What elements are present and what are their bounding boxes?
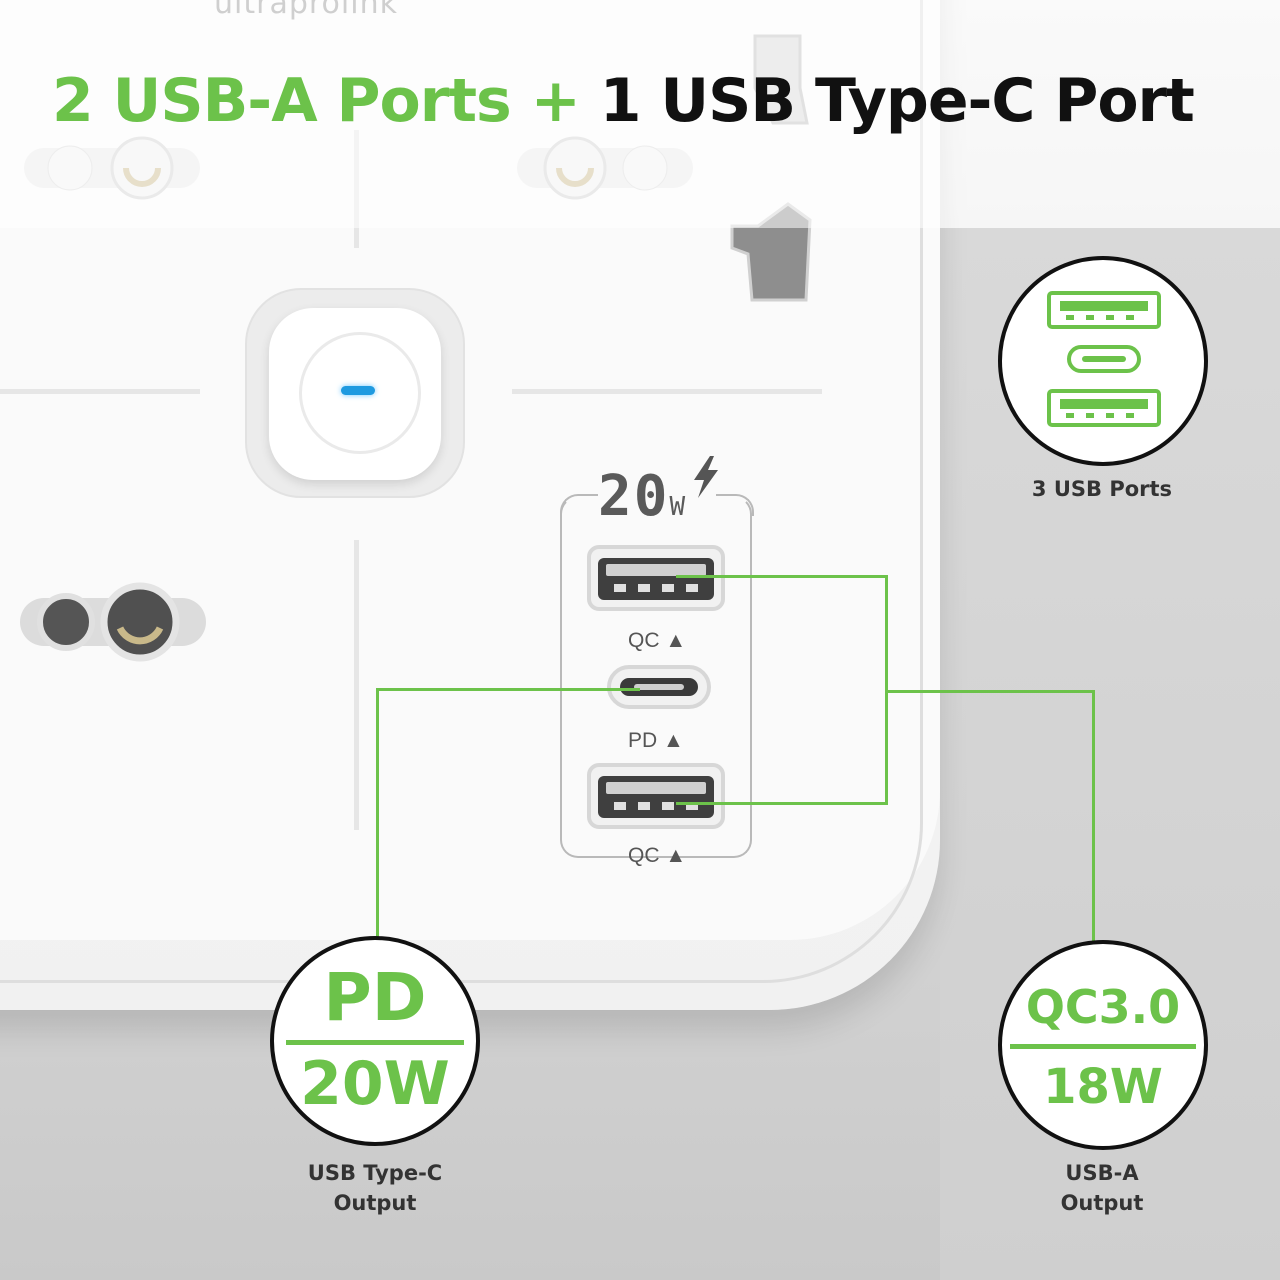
connector-line xyxy=(376,688,379,940)
connector-line xyxy=(676,575,888,578)
connector-line xyxy=(676,802,888,805)
connector-line xyxy=(376,688,640,691)
wattage-value: 20 xyxy=(598,464,670,529)
qc-title: QC3.0 xyxy=(1025,980,1181,1034)
headline-usb-a: 2 USB-A Ports + xyxy=(52,66,600,136)
usb-a-icon xyxy=(1047,291,1161,329)
headline: 2 USB-A Ports + 1 USB Type-C Port xyxy=(52,66,1195,136)
pd-title: PD xyxy=(323,959,427,1036)
pd-caption-line2: Output xyxy=(333,1191,417,1215)
pd-caption-line1: USB Type-C xyxy=(307,1161,443,1185)
lightning-icon xyxy=(694,456,718,498)
power-button[interactable] xyxy=(245,288,465,498)
usb-panel-top-left xyxy=(560,494,598,516)
divider-right xyxy=(512,389,822,394)
headline-usb-c: 1 USB Type-C Port xyxy=(599,66,1195,136)
pd-value: 20W xyxy=(300,1049,450,1119)
pd-caption: USB Type-C Output xyxy=(275,1158,475,1218)
divider-left xyxy=(0,389,200,394)
port-label-pd: PD ▲ xyxy=(628,729,684,752)
usb-c-icon xyxy=(1067,345,1141,373)
usb-a-port-bottom[interactable] xyxy=(586,762,726,830)
qc-caption-line2: Output xyxy=(1060,1191,1144,1215)
qc-caption: USB-A Output xyxy=(1002,1158,1202,1218)
brand-logo: ultraprolink xyxy=(214,0,398,21)
usb-a-port-top[interactable] xyxy=(586,544,726,612)
power-indicator-light xyxy=(341,386,375,395)
divider-bottom xyxy=(354,540,359,830)
usb-ports-badge xyxy=(998,256,1208,466)
qc-badge: QC3.0 18W xyxy=(998,940,1208,1150)
qc-caption-line1: USB-A xyxy=(1065,1161,1139,1185)
usb-c-port[interactable] xyxy=(606,664,712,710)
usb-panel xyxy=(560,496,752,858)
headline-band xyxy=(0,0,1280,228)
connector-line xyxy=(1092,690,1095,942)
wattage-unit: W xyxy=(669,492,688,522)
socket-bottom-left xyxy=(20,582,206,662)
wattage-label: 20W xyxy=(598,464,687,529)
usb-a-icon xyxy=(1047,389,1161,427)
port-label-qc-top: QC ▲ xyxy=(628,629,687,652)
qc-value: 18W xyxy=(1043,1059,1163,1115)
connector-line xyxy=(885,690,1095,693)
usb-ports-caption: 3 USB Ports xyxy=(1031,477,1173,501)
pd-divider xyxy=(286,1040,464,1045)
pd-badge: PD 20W xyxy=(270,936,480,1146)
port-label-qc-bottom: QC ▲ xyxy=(628,844,687,867)
qc-divider xyxy=(1010,1044,1196,1049)
